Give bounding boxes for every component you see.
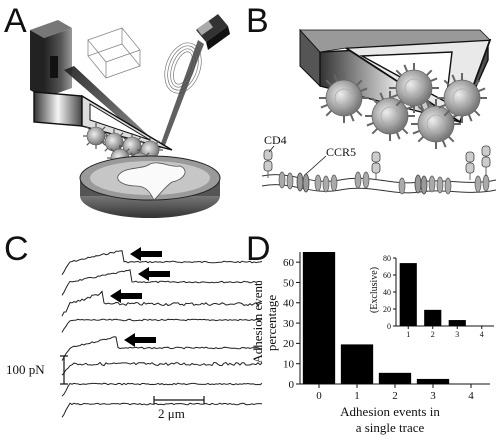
- inset-ylabel: (Exclusive): [369, 267, 380, 313]
- event-arrow: [130, 247, 162, 261]
- y-tick-label: 0: [289, 379, 295, 391]
- bar: [399, 263, 417, 326]
- reflected-beam: [160, 40, 204, 148]
- main-bars: [302, 252, 450, 384]
- main-ylabel-line2: percentage: [264, 295, 279, 352]
- y-tick-label: 30: [283, 318, 295, 330]
- force-trace: [61, 361, 263, 376]
- panel-label-b: B: [246, 2, 269, 40]
- bar: [416, 378, 450, 384]
- y-tick-label: 80: [383, 254, 391, 263]
- panel-label-a: A: [4, 2, 27, 40]
- cell: [117, 162, 186, 201]
- coil: [164, 42, 202, 94]
- virus-cluster-b: [318, 62, 488, 150]
- petri-dish: [79, 155, 221, 218]
- panel-a-schematic: [30, 14, 230, 218]
- x-tick-label: 2: [431, 330, 435, 339]
- cantilever: [33, 91, 173, 151]
- cd4-label: CD4: [264, 133, 287, 147]
- force-trace: [61, 269, 263, 296]
- ccr5-pointer: [305, 155, 327, 175]
- x-tick-label: 4: [480, 330, 484, 339]
- force-traces: [61, 250, 263, 418]
- prism: [87, 27, 141, 79]
- bar: [378, 372, 412, 384]
- detector: [196, 14, 230, 50]
- membrane-proteins: [278, 171, 490, 195]
- force-trace: [61, 382, 263, 397]
- y-tick-label: 20: [283, 338, 295, 350]
- ccr5-receptors: [296, 172, 428, 195]
- force-trace: [61, 336, 262, 361]
- y-tick-label: 40: [283, 298, 295, 310]
- event-arrow: [138, 267, 170, 281]
- y-tick-label: 60: [283, 257, 295, 269]
- y-tick-label: 10: [283, 359, 295, 371]
- panel-label-d: D: [246, 230, 271, 268]
- panel-b-schematic: CD4 CCR5: [261, 28, 497, 195]
- force-scale-label: 100 pN: [6, 362, 45, 377]
- event-arrow: [110, 289, 142, 303]
- bar: [448, 320, 466, 326]
- main-xlabel-line1: Adhesion events in: [340, 404, 440, 419]
- force-trace: [61, 318, 263, 333]
- y-tick-label: 0: [387, 322, 391, 331]
- x-tick-label: 2: [392, 390, 398, 402]
- distance-scale-bar: [153, 396, 205, 404]
- panel-label-c: C: [4, 230, 29, 268]
- force-trace: [61, 402, 263, 418]
- x-tick-label: 3: [455, 330, 459, 339]
- distance-scale-label: 2 μm: [158, 406, 185, 421]
- cd4-receptors: [263, 145, 491, 180]
- force-scale-bar: [60, 355, 68, 385]
- ccr5-label: CCR5: [326, 145, 356, 159]
- cd4-pointer: [268, 145, 275, 153]
- event-arrows: [110, 247, 170, 347]
- inset-axes: 0 20 40 60 80 1 2 3 4: [383, 254, 494, 339]
- bar: [424, 309, 442, 326]
- force-trace: [61, 290, 263, 317]
- bar: [340, 344, 374, 384]
- bar: [302, 252, 336, 384]
- main-xlabel-line2: a single trace: [356, 420, 425, 435]
- y-tick-label: 60: [383, 271, 391, 280]
- force-trace: [61, 250, 263, 276]
- y-tick-label: 50: [283, 277, 295, 289]
- x-tick-label: 4: [468, 390, 474, 402]
- inset-bars: [399, 263, 466, 326]
- x-tick-label: 1: [354, 390, 360, 402]
- x-tick-label: 3: [430, 390, 436, 402]
- y-tick-label: 40: [383, 288, 391, 297]
- x-tick-label: 0: [316, 390, 322, 402]
- main-ylabel-line1: Adhesion event: [250, 282, 265, 364]
- y-tick-label: 20: [383, 305, 391, 314]
- event-arrow: [124, 333, 156, 347]
- panel-c-traces: 100 pN 2 μm: [6, 247, 263, 421]
- laser-source: [30, 20, 72, 98]
- x-tick-label: 1: [406, 330, 410, 339]
